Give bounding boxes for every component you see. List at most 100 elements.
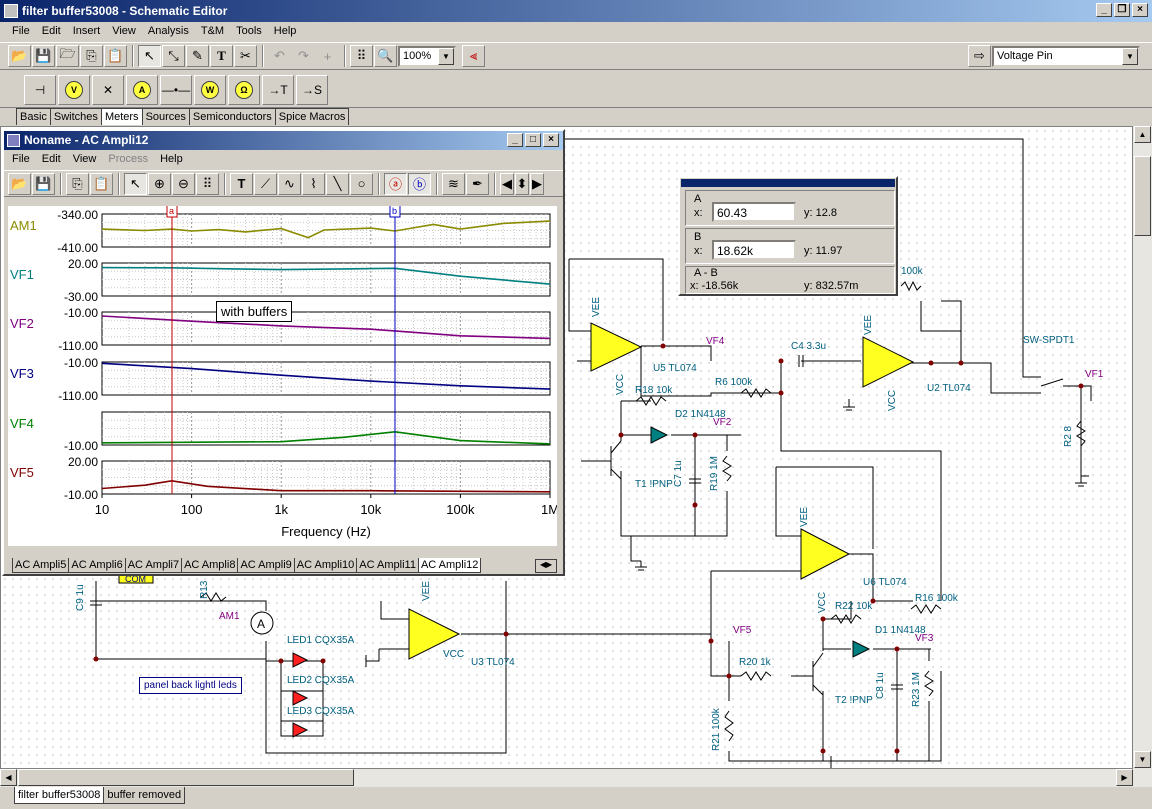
slope-button[interactable]: ⟋: [254, 172, 277, 195]
menu-help[interactable]: Help: [273, 25, 297, 37]
curve-button[interactable]: ∿: [278, 172, 301, 195]
panel-note[interactable]: panel back lightl leds: [139, 677, 242, 694]
tab-switches[interactable]: Switches: [49, 108, 102, 125]
probe-button[interactable]: ✒: [466, 172, 489, 195]
nav-left-button[interactable]: ◀: [500, 172, 514, 195]
component-button[interactable]: ⫷: [462, 45, 485, 67]
vertical-scrollbar[interactable]: ▲ ▼: [1133, 126, 1152, 769]
analysis-copy-button[interactable]: ⎘: [66, 172, 89, 195]
restore-button[interactable]: ❐: [1114, 3, 1130, 17]
cursor-readout-titlebar[interactable]: [681, 179, 895, 187]
tab-ac-ampli12[interactable]: AC Ampli12: [417, 558, 482, 573]
open-macro-button[interactable]: 🗁: [56, 45, 79, 67]
circle-button[interactable]: ○: [350, 172, 373, 195]
ammeter-tool[interactable]: A: [126, 74, 158, 105]
tab-ac-ampli11[interactable]: AC Ampli11: [356, 558, 419, 573]
scroll-up-button[interactable]: ▲: [1134, 126, 1151, 143]
cursor-b-x-input[interactable]: 18.62k: [712, 240, 796, 260]
analysis-menu-view[interactable]: View: [72, 153, 97, 165]
tab-basic[interactable]: Basic: [16, 108, 51, 125]
plot-annotation[interactable]: with buffers: [216, 301, 293, 322]
menu-insert[interactable]: Insert: [72, 25, 101, 37]
plot-svg[interactable]: AM1-340.00-410.00VF120.00-30.00VF2-10.00…: [8, 203, 559, 546]
tab-semiconductors[interactable]: Semiconductors: [188, 108, 276, 125]
menu-view[interactable]: View: [112, 25, 136, 37]
scroll-left-button[interactable]: ◀: [0, 769, 17, 786]
copy-button[interactable]: ⎘: [80, 45, 103, 67]
doc-tab-filter-buffer[interactable]: filter buffer53008: [14, 787, 105, 804]
tab-ac-ampli6[interactable]: AC Ampli6: [68, 558, 126, 573]
tab-ac-ampli8[interactable]: AC Ampli8: [181, 558, 239, 573]
tab-spice-macros[interactable]: Spice Macros: [274, 108, 350, 125]
tab-ac-ampli7[interactable]: AC Ampli7: [124, 558, 183, 573]
open-circuit-tool[interactable]: ✕: [92, 74, 124, 105]
minimize-button[interactable]: _: [1096, 3, 1112, 17]
tab-meters[interactable]: Meters: [100, 108, 143, 125]
tab-ac-ampli10[interactable]: AC Ampli10: [293, 558, 358, 573]
nav-right-button[interactable]: ▶: [530, 172, 544, 195]
zoom-button[interactable]: 🔍: [374, 45, 397, 67]
nav-updown-button[interactable]: ⬍: [515, 172, 529, 195]
short-circuit-tool[interactable]: —•—: [160, 74, 192, 105]
save-button[interactable]: 💾: [32, 45, 55, 67]
analysis-select-button[interactable]: ↖: [124, 172, 147, 195]
zoom-select[interactable]: 100% ▼: [398, 45, 456, 67]
zoom-100-button[interactable]: ⊖: [172, 172, 195, 195]
ohmmeter-tool[interactable]: Ω: [228, 74, 260, 105]
waveform-button[interactable]: ≋: [442, 172, 465, 195]
analysis-close-button[interactable]: ×: [543, 133, 559, 147]
menu-tm[interactable]: T&M: [200, 25, 225, 37]
analysis-minimize-button[interactable]: _: [507, 133, 523, 147]
pen-tool-button[interactable]: ✎: [186, 45, 209, 67]
undo-button[interactable]: ↶: [268, 45, 291, 67]
analysis-open-button[interactable]: 📂: [8, 172, 31, 195]
select-tool-button[interactable]: ↖: [138, 45, 161, 67]
close-button[interactable]: ×: [1132, 3, 1148, 17]
jumper-tool[interactable]: →T: [262, 74, 294, 105]
analysis-menu-file[interactable]: File: [12, 153, 30, 165]
cursor-a-button[interactable]: ⓐ: [384, 172, 407, 195]
horizontal-scrollbar[interactable]: ◀ ▶: [0, 769, 1152, 787]
tab-scroll-button[interactable]: ◀▶: [535, 559, 557, 573]
rotate-button[interactable]: +: [316, 45, 339, 67]
analysis-save-button[interactable]: 💾: [32, 172, 55, 195]
wattmeter-tool[interactable]: W: [194, 74, 226, 105]
voltmeter-tool[interactable]: V: [58, 74, 90, 105]
analysis-grid-button[interactable]: ⠿: [196, 172, 219, 195]
text-tool-button[interactable]: T: [210, 45, 233, 67]
pin-type-select[interactable]: Voltage Pin ▼: [992, 45, 1140, 67]
curve2-button[interactable]: ⌇: [302, 172, 325, 195]
tab-sources[interactable]: Sources: [141, 108, 190, 125]
redo-button[interactable]: ↷: [292, 45, 315, 67]
vertical-scroll-thumb[interactable]: [1134, 156, 1151, 236]
paste-button[interactable]: 📋: [104, 45, 127, 67]
analysis-maximize-button[interactable]: □: [525, 133, 541, 147]
analysis-text-button[interactable]: T: [230, 172, 253, 195]
line-button[interactable]: ╲: [326, 172, 349, 195]
menu-edit[interactable]: Edit: [41, 25, 61, 37]
grid-button[interactable]: ⠿: [350, 45, 373, 67]
cursor-a-x-input[interactable]: 60.43: [712, 202, 796, 222]
tab-ac-ampli9[interactable]: AC Ampli9: [237, 558, 295, 573]
zoom-in-button[interactable]: ⊕: [148, 172, 171, 195]
cursor-b-button[interactable]: ⓑ: [408, 172, 431, 195]
scroll-right-button[interactable]: ▶: [1116, 769, 1133, 786]
analysis-paste-button[interactable]: 📋: [90, 172, 113, 195]
voltage-pin-tool[interactable]: ⊣: [24, 74, 56, 105]
horizontal-scroll-thumb[interactable]: [18, 769, 354, 786]
analysis-menu-help[interactable]: Help: [160, 153, 183, 165]
scroll-down-button[interactable]: ▼: [1134, 751, 1151, 768]
analysis-menu-edit[interactable]: Edit: [41, 153, 61, 165]
erase-wire-button[interactable]: ✂: [234, 45, 257, 67]
tab-ac-ampli5[interactable]: AC Ampli5: [12, 558, 70, 573]
open-button[interactable]: 📂: [8, 45, 31, 67]
menu-file[interactable]: File: [12, 25, 30, 37]
wire-tool-button[interactable]: ⤡: [162, 45, 185, 67]
menu-tools[interactable]: Tools: [236, 25, 262, 37]
analysis-menu-process[interactable]: Process: [108, 153, 149, 165]
place-pin-button[interactable]: ⇨: [968, 45, 991, 67]
doc-tab-buffer-removed[interactable]: buffer removed: [103, 787, 186, 804]
bus-tool[interactable]: →S: [296, 74, 328, 105]
menu-analysis[interactable]: Analysis: [147, 25, 189, 37]
